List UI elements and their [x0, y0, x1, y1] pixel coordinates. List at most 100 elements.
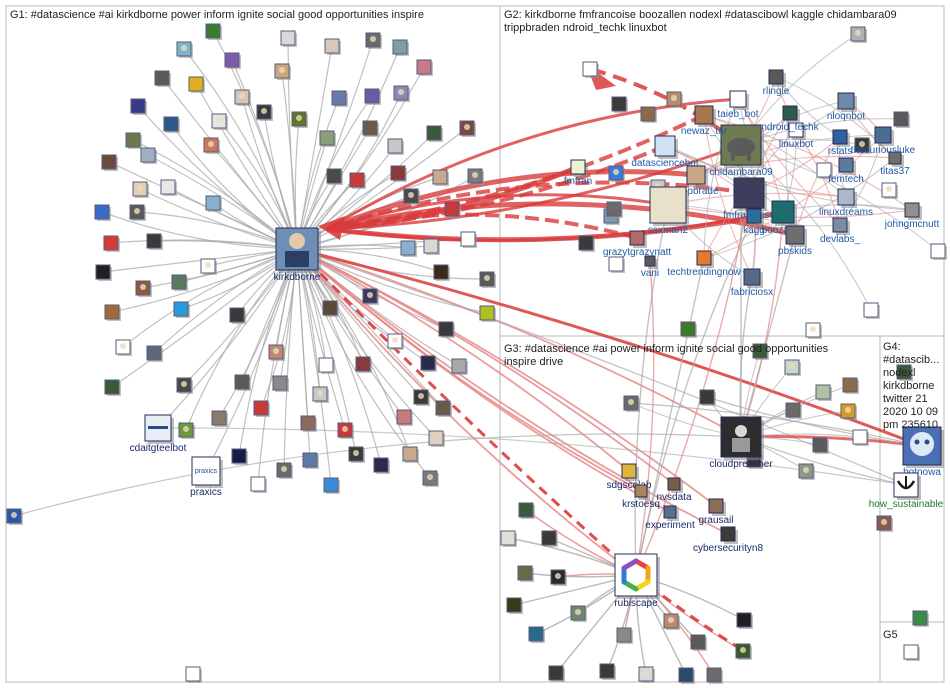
- profile-thumbnail-node[interactable]: [234, 374, 251, 391]
- node-techtrendingnow[interactable]: techtrendingnow: [667, 250, 741, 278]
- profile-thumbnail-node[interactable]: [140, 147, 157, 164]
- profile-thumbnail-node[interactable]: [663, 613, 680, 630]
- profile-thumbnail-node[interactable]: [326, 168, 343, 185]
- node-ssxman2[interactable]: ssxman2: [648, 186, 689, 236]
- profile-thumbnail-node[interactable]: [402, 446, 419, 463]
- profile-thumbnail-node[interactable]: [302, 452, 319, 469]
- profile-thumbnail-node[interactable]: [178, 422, 195, 439]
- profile-thumbnail-node[interactable]: [912, 610, 929, 627]
- profile-thumbnail-node[interactable]: [130, 98, 147, 115]
- profile-thumbnail-node[interactable]: [805, 322, 822, 339]
- node-how_sustainable[interactable]: how_sustainable: [869, 472, 944, 510]
- profile-thumbnail-node[interactable]: [416, 59, 433, 76]
- node-kaggle[interactable]: kagg: [743, 208, 765, 236]
- profile-thumbnail-node[interactable]: [101, 154, 118, 171]
- profile-thumbnail-node[interactable]: [422, 470, 439, 487]
- profile-thumbnail-node[interactable]: [229, 307, 246, 324]
- profile-thumbnail-node[interactable]: [387, 138, 404, 155]
- profile-thumbnail-node[interactable]: [300, 415, 317, 432]
- profile-thumbnail-node[interactable]: [550, 569, 567, 586]
- profile-thumbnail-node[interactable]: [893, 111, 910, 128]
- node-linuxdreams[interactable]: linuxdreams: [819, 188, 873, 218]
- profile-thumbnail-node[interactable]: [479, 271, 496, 288]
- profile-thumbnail-node[interactable]: [736, 612, 753, 629]
- profile-thumbnail-node[interactable]: [337, 422, 354, 439]
- profile-thumbnail-node[interactable]: [611, 96, 628, 113]
- node-datasciencebot[interactable]: datasciencebot: [631, 135, 699, 169]
- profile-thumbnail-node[interactable]: [403, 188, 420, 205]
- node-ndroid_techk[interactable]: ndroid_techk: [761, 105, 820, 133]
- profile-thumbnail-node[interactable]: [146, 233, 163, 250]
- profile-thumbnail-node[interactable]: [104, 304, 121, 321]
- profile-thumbnail-node[interactable]: [623, 395, 640, 412]
- node-newaz_tanvir[interactable]: newaz_tar: [681, 105, 728, 137]
- profile-thumbnail-node[interactable]: [680, 321, 697, 338]
- profile-thumbnail-node[interactable]: [815, 384, 832, 401]
- profile-thumbnail-node[interactable]: [396, 409, 413, 426]
- profile-thumbnail-node[interactable]: [435, 400, 452, 417]
- profile-thumbnail-node[interactable]: [392, 39, 409, 56]
- profile-thumbnail-node[interactable]: [211, 410, 228, 427]
- profile-thumbnail-node[interactable]: [362, 288, 379, 305]
- profile-thumbnail-node[interactable]: [784, 359, 801, 376]
- profile-thumbnail-node[interactable]: [432, 169, 449, 186]
- profile-thumbnail-node[interactable]: [205, 195, 222, 212]
- node-botnowa[interactable]: botnowa: [902, 426, 944, 478]
- profile-thumbnail-node[interactable]: [256, 104, 273, 121]
- profile-thumbnail-node[interactable]: [459, 120, 476, 137]
- profile-thumbnail-node[interactable]: [428, 430, 445, 447]
- profile-thumbnail-node[interactable]: [146, 345, 163, 362]
- profile-thumbnail-node[interactable]: [324, 38, 341, 55]
- profile-thumbnail-node[interactable]: [362, 120, 379, 137]
- node-cybersecurityn8[interactable]: cybersecurityn8: [693, 526, 763, 554]
- profile-thumbnail-node[interactable]: [312, 386, 329, 403]
- profile-thumbnail-node[interactable]: [400, 240, 417, 257]
- profile-thumbnail-node[interactable]: [599, 663, 616, 680]
- profile-thumbnail-node[interactable]: [103, 235, 120, 252]
- profile-thumbnail-node[interactable]: [863, 302, 880, 319]
- profile-thumbnail-node[interactable]: [433, 264, 450, 281]
- profile-thumbnail-node[interactable]: [95, 264, 112, 281]
- profile-thumbnail-node[interactable]: [203, 137, 220, 154]
- profile-thumbnail-node[interactable]: [460, 231, 477, 248]
- profile-thumbnail-node[interactable]: [280, 30, 297, 47]
- profile-thumbnail-node[interactable]: [268, 344, 285, 361]
- profile-thumbnail-node[interactable]: [528, 626, 545, 643]
- profile-thumbnail-node[interactable]: [467, 168, 484, 185]
- profile-thumbnail-node[interactable]: [176, 377, 193, 394]
- profile-thumbnail-node[interactable]: [373, 457, 390, 474]
- node-grazytgrazynatt[interactable]: grazytgrazynatt: [603, 230, 672, 258]
- profile-thumbnail-node[interactable]: [135, 280, 152, 297]
- profile-thumbnail-node[interactable]: [319, 130, 336, 147]
- profile-thumbnail-node[interactable]: [876, 515, 893, 532]
- profile-thumbnail-node[interactable]: [479, 305, 496, 322]
- node-vani[interactable]: vani: [641, 255, 659, 279]
- profile-thumbnail-node[interactable]: [104, 379, 121, 396]
- node-rlingle[interactable]: rlingle: [763, 69, 790, 97]
- profile-thumbnail-node[interactable]: [274, 63, 291, 80]
- profile-thumbnail-node[interactable]: [200, 258, 217, 275]
- profile-thumbnail-node[interactable]: [364, 88, 381, 105]
- node-trippbraden[interactable]: trippbrade: [673, 165, 719, 197]
- node-cloudpreacher[interactable]: cloudpreacher: [709, 416, 773, 470]
- profile-thumbnail-node[interactable]: [690, 634, 707, 651]
- node-fmfran[interactable]: fmfran: [564, 159, 592, 187]
- node-fabriciosx[interactable]: fabriciosx: [731, 268, 773, 298]
- node-rubiscape[interactable]: rubiscape: [614, 553, 660, 609]
- profile-thumbnail-node[interactable]: [582, 61, 599, 78]
- profile-thumbnail-node[interactable]: [798, 463, 815, 480]
- node-cdaitgteelbot[interactable]: cdaitgteelbot: [130, 414, 187, 454]
- profile-thumbnail-node[interactable]: [616, 627, 633, 644]
- profile-thumbnail-node[interactable]: [896, 364, 913, 381]
- profile-thumbnail-node[interactable]: [812, 437, 829, 454]
- profile-thumbnail-node[interactable]: [129, 204, 146, 221]
- profile-thumbnail-node[interactable]: [444, 201, 461, 218]
- profile-thumbnail-node[interactable]: [250, 476, 267, 493]
- profile-thumbnail-node[interactable]: [211, 113, 228, 130]
- profile-thumbnail-node[interactable]: [176, 41, 193, 58]
- node-devlabs[interactable]: devlabs_: [820, 217, 860, 245]
- profile-thumbnail-node[interactable]: [188, 76, 205, 93]
- profile-thumbnail-node[interactable]: [638, 666, 655, 683]
- profile-thumbnail-node[interactable]: [608, 256, 625, 273]
